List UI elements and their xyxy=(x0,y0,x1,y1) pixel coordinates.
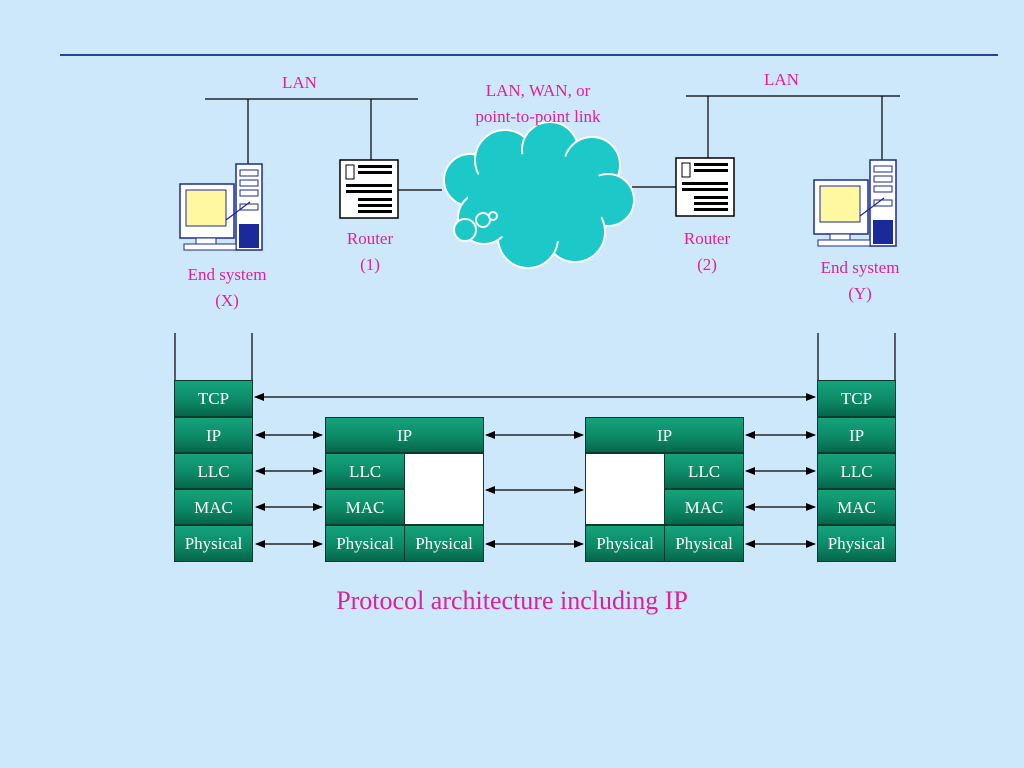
router2-label-line1: Router xyxy=(683,229,731,248)
router2-label: Router (2) xyxy=(667,226,747,278)
router1-physical-wan-layer: Physical xyxy=(404,525,484,562)
end-y-ip-layer: IP xyxy=(817,417,896,453)
right-lan xyxy=(686,95,900,160)
router2-llc-layer: LLC xyxy=(664,453,744,489)
lan-left-label: LAN xyxy=(282,73,317,92)
end-system-x-label: End system (X) xyxy=(172,262,282,314)
diagram-caption: Protocol architecture including IP xyxy=(336,586,688,615)
router1-llc-layer: LLC xyxy=(325,453,405,489)
end-x-ip-layer: IP xyxy=(174,417,253,453)
wan-label-line1: LAN, WAN, or xyxy=(485,81,591,100)
network-diagram xyxy=(179,95,900,269)
left-lan xyxy=(205,98,418,168)
wan-label: LAN, WAN, or point-to-point link xyxy=(440,78,636,130)
end-y-tcp-layer: TCP xyxy=(817,380,896,417)
computer-icon xyxy=(179,163,263,251)
router1-mac-layer: MAC xyxy=(325,489,405,525)
router-icon xyxy=(675,157,735,217)
router1-label-line1: Router xyxy=(346,229,394,248)
end-x-llc-layer: LLC xyxy=(174,453,253,489)
end-x-physical-layer: Physical xyxy=(174,525,253,562)
end-system-y-label: End system (Y) xyxy=(805,255,915,307)
lan-right-label: LAN xyxy=(764,70,799,89)
router2-physical-wan-layer: Physical xyxy=(585,525,665,562)
router2-ip-layer: IP xyxy=(585,417,744,453)
end-y-llc-layer: LLC xyxy=(817,453,896,489)
router2-label-line2: (2) xyxy=(697,255,717,274)
router1-label-line2: (1) xyxy=(360,255,380,274)
router1-label: Router (1) xyxy=(330,226,410,278)
end-system-y-label-line2: (Y) xyxy=(848,284,872,303)
router1-wan-gap xyxy=(404,453,484,525)
router1-physical-lan-layer: Physical xyxy=(325,525,405,562)
router2-mac-layer: MAC xyxy=(664,489,744,525)
end-x-tcp-layer: TCP xyxy=(174,380,253,417)
cloud-icon xyxy=(443,121,635,269)
end-system-x-label-line1: End system xyxy=(187,265,267,284)
end-x-mac-layer: MAC xyxy=(174,489,253,525)
end-y-mac-layer: MAC xyxy=(817,489,896,525)
title-divider xyxy=(60,54,998,56)
computer-icon xyxy=(813,159,897,247)
end-y-physical-layer: Physical xyxy=(817,525,896,562)
protocol-arrows xyxy=(174,333,896,548)
wan-label-line2: point-to-point link xyxy=(475,107,601,126)
end-system-x-label-line2: (X) xyxy=(215,291,239,310)
router1-ip-layer: IP xyxy=(325,417,484,453)
end-system-y-label-line1: End system xyxy=(820,258,900,277)
router2-physical-lan-layer: Physical xyxy=(664,525,744,562)
router2-wan-gap xyxy=(585,453,665,525)
router-icon xyxy=(339,159,399,219)
